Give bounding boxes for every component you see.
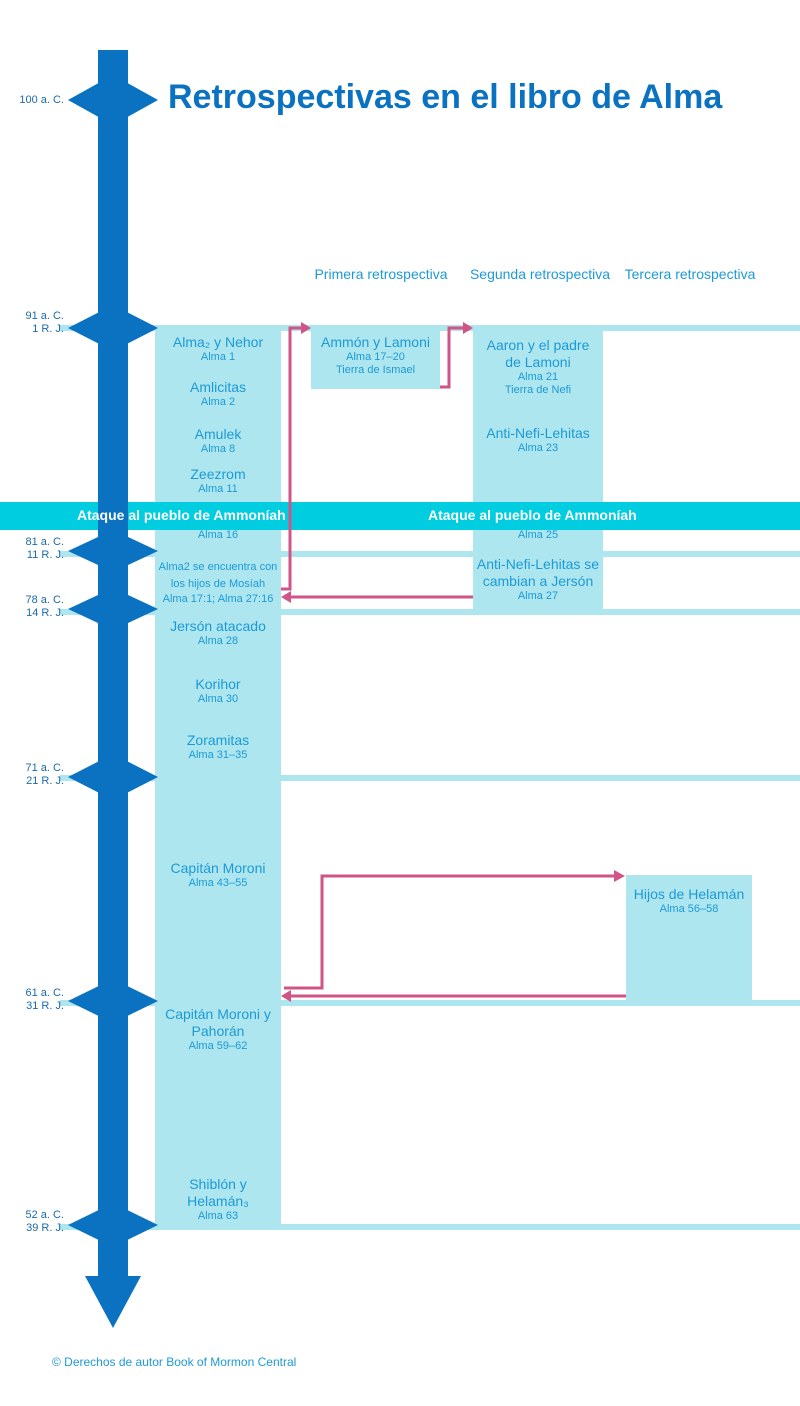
flashback1-arrow: [281, 326, 305, 591]
arrowhead-to-flashback1: [301, 322, 311, 334]
entry-alma-16: Alma 16: [197, 529, 239, 541]
timeline-marker-91: [68, 305, 158, 351]
timeline-marker-71: [68, 754, 158, 800]
arrowhead-to-flashback2: [463, 322, 473, 334]
date-label-61: 61 a. C.31 R. J.: [25, 987, 64, 1012]
arrowhead-to-main-61: [281, 990, 291, 1002]
heading-third-flashback: Tercera retrospectiva: [624, 266, 756, 282]
arrowhead-to-main-78: [281, 591, 291, 603]
entry-alma-meets-sons: Alma2 se encuentra con los hijos de Mosí…: [158, 561, 278, 605]
arrowheads: [281, 322, 625, 1002]
date-label-91: 91 a. C.1 R. J.: [25, 310, 64, 335]
arrowhead-to-flashback3: [614, 870, 625, 882]
timeline-marker-61: [68, 979, 158, 1023]
page-title: Retrospectivas en el libro de Alma: [168, 78, 723, 116]
date-label-81: 81 a. C.11 R. J.: [25, 536, 64, 561]
date-label-52: 52 a. C.39 R. J.: [25, 1209, 64, 1234]
flashback2-box: [473, 328, 603, 612]
timeline-arrowhead: [85, 1276, 141, 1328]
period-line-61: [60, 1000, 800, 1006]
flashback2-entry-alma-25: Alma 25: [517, 529, 559, 541]
date-label-78: 78 a. C.14 R. J.: [25, 594, 64, 619]
date-label-100: 100 a. C.: [19, 94, 64, 106]
flashback3-arrow: [284, 874, 617, 990]
flashback1-box: [311, 328, 440, 389]
heading-second-flashback: Segunda retrospectiva: [469, 266, 611, 282]
band-label-right: Ataque al pueblo de Ammoníah: [428, 507, 637, 523]
main-column-box: [155, 326, 281, 1226]
flashback3-box: [626, 875, 752, 1002]
copyright-notice: © Derechos de autor Book of Mormon Centr…: [52, 1355, 297, 1369]
period-line-78: [60, 609, 800, 615]
band-label-left: Ataque al pueblo de Ammoníah: [77, 507, 286, 523]
timeline-marker-52: [68, 1203, 158, 1247]
timeline-marker-81: [68, 530, 158, 572]
period-line-71: [60, 775, 800, 781]
flashback-arrows: [281, 326, 626, 998]
heading-first-flashback: Primera retrospectiva: [314, 266, 448, 282]
ammoniah-band: [0, 502, 800, 530]
timeline-marker-78: [68, 588, 158, 630]
flashback2-arrow: [440, 326, 465, 389]
period-line-52: [60, 1224, 800, 1230]
timeline: [68, 50, 158, 1328]
timeline-marker-100: [68, 75, 158, 125]
period-line-81: [60, 551, 800, 557]
date-label-71: 71 a. C.21 R. J.: [25, 762, 64, 787]
timeline-shaft: [98, 50, 128, 1280]
